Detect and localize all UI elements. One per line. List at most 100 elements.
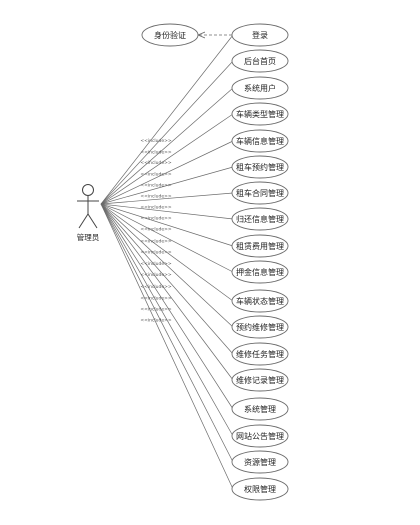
include-label: <<include>> <box>140 295 172 301</box>
use-case-ellipse <box>231 450 289 474</box>
use-case[interactable]: 归还信息管理 <box>231 207 289 231</box>
use-case-label: 归还信息管理 <box>236 214 284 224</box>
include-label: <<include>> <box>140 138 172 144</box>
actor-admin[interactable]: 管理员 <box>77 184 100 243</box>
include-label: <<include>> <box>140 239 172 245</box>
connector-group <box>100 34 234 490</box>
connector-line <box>100 203 234 273</box>
include-label: <<include>> <box>140 284 172 290</box>
use-case[interactable]: 维修记录管理 <box>231 368 289 392</box>
include-label: <<include>> <box>140 204 172 210</box>
include-label: <<include>> <box>140 318 172 324</box>
include-label: <<include>> <box>140 261 172 267</box>
use-case-ellipse <box>231 397 289 421</box>
connector-line <box>100 203 234 490</box>
use-case-ellipse <box>231 102 289 126</box>
connector-line <box>100 203 234 355</box>
use-case[interactable]: 车辆信息管理 <box>231 129 289 153</box>
use-case[interactable]: 车辆状态管理 <box>231 289 289 313</box>
use-case-ellipse <box>231 76 289 100</box>
include-label: <<include>> <box>140 182 172 188</box>
connector-line <box>100 113 234 205</box>
connector-line <box>100 203 234 247</box>
include-label: <<include>> <box>140 149 172 155</box>
include-label: <<include>> <box>140 306 172 312</box>
connector-line <box>100 203 234 302</box>
connector-line <box>100 203 234 437</box>
use-case-auth[interactable]: 身份验证 <box>141 23 199 47</box>
use-case-label: 押金信息管理 <box>236 267 284 277</box>
use-case-ellipse <box>231 207 289 231</box>
use-case-ellipse <box>231 23 289 47</box>
use-case-label: 维修记录管理 <box>236 375 284 385</box>
connector-line <box>100 87 234 205</box>
use-case[interactable]: 登录 <box>231 23 289 47</box>
use-case-label: 租车预约管理 <box>236 162 284 172</box>
use-case-label: 权限管理 <box>244 484 276 494</box>
use-case-ellipse <box>231 315 289 339</box>
include-label: <<include>> <box>140 250 172 256</box>
include-label: <<include>> <box>140 193 172 199</box>
actor-name-label: 管理员 <box>77 232 100 242</box>
use-case[interactable]: 押金信息管理 <box>231 260 289 284</box>
use-case-ellipse <box>231 289 289 313</box>
use-case-label: 租赁费用管理 <box>236 241 284 251</box>
use-case-label: 车辆类型管理 <box>236 109 284 119</box>
use-case-ellipse <box>231 342 289 366</box>
use-case[interactable]: 系统管理 <box>231 397 289 421</box>
use-case[interactable]: 租车预约管理 <box>231 155 289 179</box>
use-case-auth-ellipse <box>141 23 199 47</box>
use-case-ellipse <box>231 368 289 392</box>
use-case-label: 登录 <box>252 30 268 40</box>
connector-line <box>100 203 234 410</box>
use-case-label: 网站公告管理 <box>236 431 284 441</box>
include-label: <<include>> <box>140 227 172 233</box>
use-case[interactable]: 后台首页 <box>231 49 289 73</box>
include-label: <<include>> <box>140 160 172 166</box>
use-case[interactable]: 网站公告管理 <box>231 424 289 448</box>
connector-line <box>100 166 234 205</box>
connector-line <box>100 203 234 328</box>
use-case-ellipse <box>231 477 289 501</box>
use-case-ellipse <box>231 234 289 258</box>
use-case-ellipse <box>231 424 289 448</box>
use-case-label: 系统管理 <box>244 404 276 414</box>
connector-line <box>100 203 234 463</box>
connector-line <box>100 203 234 220</box>
include-label: <<include>> <box>140 216 172 222</box>
use-case-label: 资源管理 <box>244 457 276 467</box>
use-case-label: 预约维修管理 <box>236 322 284 332</box>
use-case-auth-label: 身份验证 <box>154 30 186 40</box>
use-case[interactable]: 预约维修管理 <box>231 315 289 339</box>
use-case-ellipse <box>231 181 289 205</box>
use-case-label: 车辆信息管理 <box>236 136 284 146</box>
use-case-ellipse <box>231 129 289 153</box>
connector-line <box>100 192 234 205</box>
use-case[interactable]: 维修任务管理 <box>231 342 289 366</box>
use-case[interactable]: 车辆类型管理 <box>231 102 289 126</box>
include-label: <<include>> <box>140 172 172 178</box>
connector-line <box>100 203 234 381</box>
use-case-label: 车辆状态管理 <box>236 296 284 306</box>
use-case-label: 后台首页 <box>244 56 276 66</box>
include-label: <<include>> <box>140 272 172 278</box>
use-case[interactable]: 租车合同管理 <box>231 181 289 205</box>
use-case-label: 维修任务管理 <box>236 349 284 359</box>
use-case[interactable]: 租赁费用管理 <box>231 234 289 258</box>
use-case-label: 系统用户 <box>244 83 276 93</box>
connector-line <box>100 60 234 205</box>
use-case[interactable]: 系统用户 <box>231 76 289 100</box>
use-case[interactable]: 权限管理 <box>231 477 289 501</box>
use-case[interactable]: 资源管理 <box>231 450 289 474</box>
use-case-ellipse <box>231 260 289 284</box>
actor-stick-figure-icon <box>77 184 99 229</box>
connector-line <box>100 140 234 205</box>
use-case-ellipse <box>231 49 289 73</box>
use-case-group: 登录后台首页系统用户车辆类型管理车辆信息管理租车预约管理租车合同管理归还信息管理… <box>231 23 289 501</box>
use-case-ellipse <box>231 155 289 179</box>
use-case-label: 租车合同管理 <box>236 188 284 198</box>
connector-line <box>100 34 234 205</box>
include-label-group: <<include>> <<include>> <<include>> <<inclu… <box>140 138 172 324</box>
